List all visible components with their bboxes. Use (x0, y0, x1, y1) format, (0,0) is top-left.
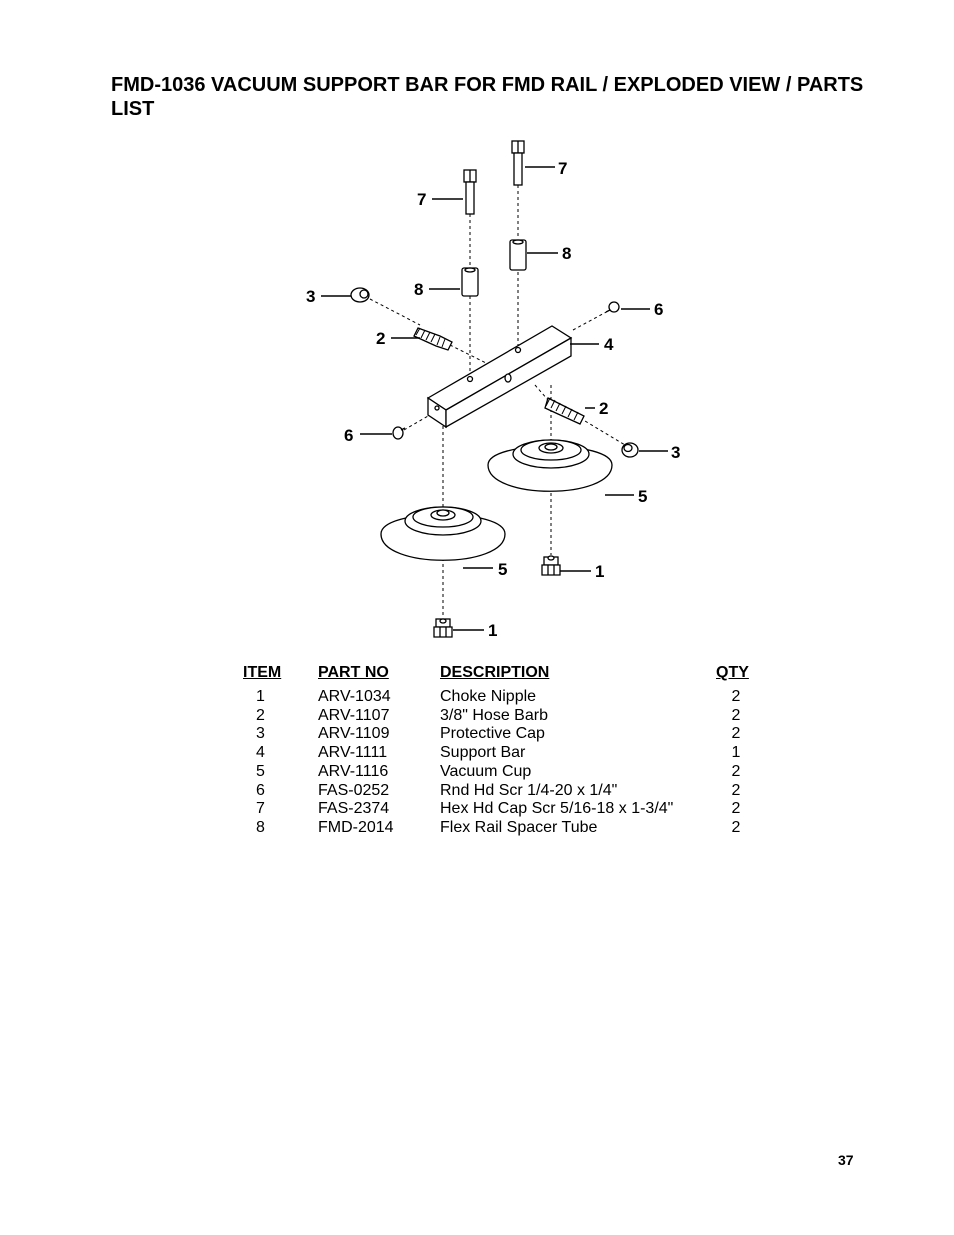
callout-label: 6 (654, 300, 663, 319)
item-cell: 8 (256, 818, 265, 836)
description-cell: Support Bar (440, 744, 526, 762)
hex-cap-screw-right (511, 140, 525, 186)
description-cell: Hex Hd Cap Scr 5/16-18 x 1-3/4" (440, 800, 674, 818)
qty-cell: 2 (731, 818, 741, 836)
callout-label: 7 (417, 190, 426, 209)
callout-label: 1 (595, 562, 604, 581)
callout-label: 2 (376, 329, 385, 348)
item-cell: 2 (256, 706, 265, 724)
callout-label: 1 (488, 621, 497, 640)
callout-labels: 7 7 8 8 3 2 6 4 2 6 3 5 5 1 1 (306, 159, 680, 640)
callout-label: 8 (562, 244, 571, 263)
callout-label: 3 (671, 443, 680, 462)
qty-cell: 2 (731, 706, 741, 724)
item-cell: 7 (256, 800, 265, 818)
header-description: DESCRIPTION (440, 664, 550, 681)
item-cell: 5 (256, 762, 265, 780)
table-row: 5 ARV-1116 Vacuum Cup 2 (243, 763, 756, 782)
table-row: 7 FAS-2374 Hex Hd Cap Scr 5/16-18 x 1-3/… (243, 800, 756, 819)
vacuum-cup-left (380, 506, 506, 561)
description-cell: 3/8" Hose Barb (440, 706, 548, 724)
table-row: 3 ARV-1109 Protective Cap 2 (243, 725, 756, 744)
hex-cap-screw-left (463, 169, 477, 215)
header-item: ITEM (243, 664, 282, 681)
page-number: 37 (838, 1152, 854, 1168)
callout-leaders (321, 166, 668, 631)
callout-label: 3 (306, 287, 315, 306)
callout-label: 8 (414, 280, 423, 299)
exploded-view-diagram: 7 7 8 8 3 2 6 4 2 6 3 5 5 1 1 (306, 140, 680, 640)
item-cell: 1 (256, 688, 265, 705)
spacer-tube-left (461, 267, 479, 297)
table-row: 6 FAS-0252 Rnd Hd Scr 1/4-20 x 1/4" 2 (243, 782, 756, 801)
parts-list-table: ITEM PART NO DESCRIPTION QTY 1 ARV-1034 … (243, 664, 756, 838)
qty-cell: 2 (731, 725, 741, 743)
part-no-cell: ARV-1111 (318, 744, 388, 762)
qty-cell: 1 (731, 744, 741, 762)
vacuum-cup-right (487, 439, 613, 492)
description-cell: Flex Rail Spacer Tube (440, 818, 598, 836)
part-no-cell: ARV-1116 (318, 762, 389, 780)
qty-cell: 2 (731, 781, 741, 799)
item-cell: 6 (256, 781, 265, 799)
header-part-no: PART NO (318, 664, 389, 681)
callout-label: 4 (604, 335, 614, 354)
part-no-cell: ARV-1109 (318, 725, 390, 743)
round-head-screw-right (605, 301, 620, 313)
hose-barb-left (413, 327, 453, 351)
callout-label: 6 (344, 426, 353, 445)
table-row: 2 ARV-1107 3/8" Hose Barb 2 (243, 707, 756, 726)
description-cell: Protective Cap (440, 725, 545, 743)
qty-cell: 2 (731, 688, 741, 705)
description-cell: Choke Nipple (440, 688, 537, 705)
part-no-cell: ARV-1107 (318, 706, 390, 724)
table-header-row: ITEM PART NO DESCRIPTION QTY (243, 664, 756, 688)
part-no-cell: FAS-2374 (318, 800, 390, 818)
callout-label: 5 (498, 560, 507, 579)
header-qty: QTY (716, 664, 749, 681)
item-cell: 3 (256, 725, 265, 743)
hose-barb-right (544, 397, 585, 425)
part-no-cell: FAS-0252 (318, 781, 390, 799)
qty-cell: 2 (731, 762, 741, 780)
choke-nipple-right (541, 555, 561, 576)
callout-label: 7 (558, 159, 567, 178)
part-no-cell: FMD-2014 (318, 818, 394, 836)
protective-cap-left (350, 287, 370, 303)
choke-nipple-left (433, 618, 453, 638)
table-row: 1 ARV-1034 Choke Nipple 2 (243, 688, 756, 707)
part-no-cell: ARV-1034 (318, 688, 391, 705)
description-cell: Vacuum Cup (440, 762, 532, 780)
spacer-tube-right (509, 239, 527, 271)
page-title: FMD-1036 VACUUM SUPPORT BAR FOR FMD RAIL… (111, 74, 864, 120)
callout-label: 5 (638, 487, 647, 506)
item-cell: 4 (256, 744, 265, 762)
description-cell: Rnd Hd Scr 1/4-20 x 1/4" (440, 781, 618, 799)
round-head-screw-left (392, 426, 406, 440)
table-row: 4 ARV-1111 Support Bar 1 (243, 744, 756, 763)
qty-cell: 2 (731, 800, 741, 818)
table-row: 8 FMD-2014 Flex Rail Spacer Tube 2 (243, 819, 756, 838)
support-bar (426, 325, 573, 429)
protective-cap-right (621, 442, 639, 458)
callout-label: 2 (599, 399, 608, 418)
